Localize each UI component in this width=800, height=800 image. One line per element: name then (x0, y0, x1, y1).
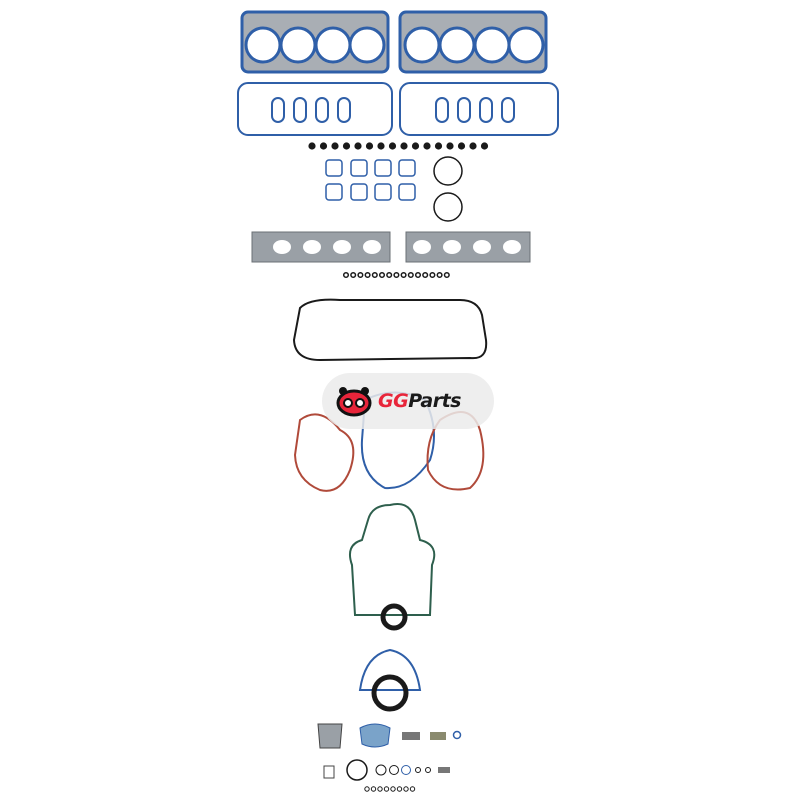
spark-plug-seals (308, 142, 489, 150)
seal (434, 142, 443, 150)
seal (378, 271, 386, 279)
seal (393, 271, 400, 279)
seal (446, 142, 454, 150)
seal (357, 271, 364, 279)
seal (331, 142, 339, 150)
seal (411, 142, 420, 150)
seal (457, 142, 466, 150)
intake-port-seals (325, 159, 416, 201)
seal (342, 142, 351, 150)
logo-wordmark: GGParts (378, 390, 461, 412)
seal (429, 271, 436, 279)
seal (400, 142, 408, 150)
seal (377, 786, 383, 792)
seal (403, 786, 409, 792)
seal (423, 142, 431, 150)
cylinder-head-gasket-left (240, 10, 390, 74)
oil-pan-gasket (292, 298, 488, 362)
seal (469, 142, 477, 150)
misc-gaskets (317, 723, 462, 781)
seal (308, 142, 316, 150)
seal (388, 142, 397, 150)
seal (377, 142, 385, 150)
ggparts-watermark-logo: GGParts (322, 373, 494, 429)
cylinder-head-gasket-right (398, 10, 548, 74)
seal (396, 786, 403, 792)
seal (386, 271, 393, 279)
seal (370, 786, 377, 792)
seal (443, 271, 450, 279)
seal (354, 142, 362, 150)
seal (383, 786, 390, 792)
seal (400, 271, 407, 279)
seal (365, 142, 374, 150)
seal (390, 786, 396, 792)
seal (436, 271, 443, 279)
seal (409, 786, 416, 792)
seal (319, 142, 328, 150)
valve-cover-gasket-left (237, 82, 393, 136)
seal (364, 271, 371, 279)
seal (342, 271, 350, 279)
seal (414, 271, 422, 279)
seal (422, 271, 429, 279)
small-o-rings (364, 786, 416, 792)
seal (364, 786, 370, 792)
seal (350, 271, 357, 279)
seal (407, 271, 414, 279)
rear-main-seal (371, 674, 409, 712)
valve-cover-gasket-right (399, 82, 559, 136)
front-crank-seal (380, 603, 408, 631)
seal (371, 271, 378, 279)
mascot-logo-icon (336, 387, 372, 417)
seal (480, 142, 489, 150)
rear-main-seal-retainer-gasket (358, 648, 422, 691)
small-washers (342, 271, 450, 279)
logo-gg: GG (378, 390, 409, 412)
exhaust-manifold-gaskets (251, 231, 531, 263)
timing-cover-gasket (349, 503, 436, 616)
o-ring-seals (433, 156, 463, 222)
logo-parts: Parts (408, 390, 461, 412)
